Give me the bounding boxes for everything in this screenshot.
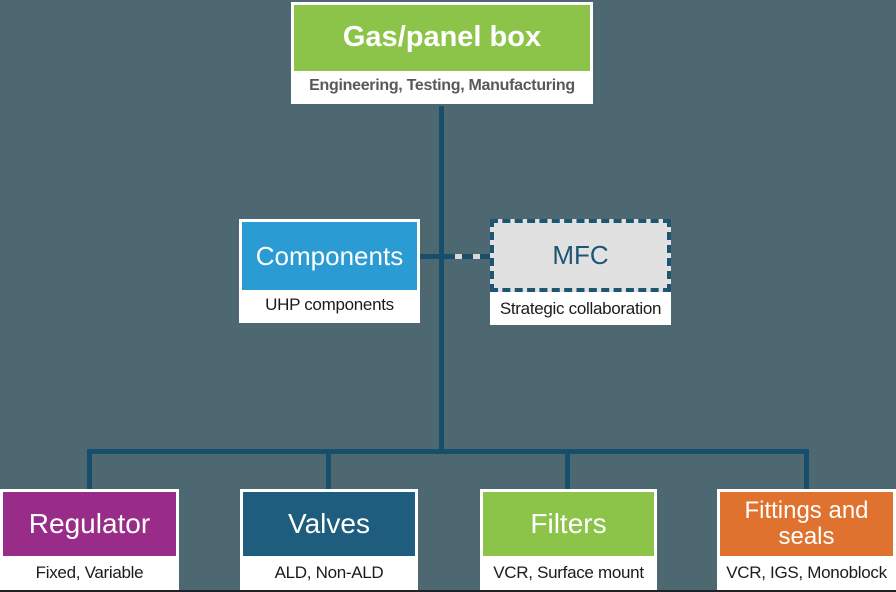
connector-root-vertical	[439, 106, 444, 454]
node-mfc-title: MFC	[490, 219, 671, 292]
connector-mfc-dashed	[444, 254, 490, 259]
connector-drop-valves	[326, 452, 331, 490]
node-regulator-title: Regulator	[3, 492, 176, 556]
node-gas-panel-box-title: Gas/panel box	[294, 5, 590, 71]
node-fittings: Fittings and seals VCR, IGS, Monoblock	[717, 489, 896, 592]
connector-drop-regulator	[87, 452, 92, 490]
node-gas-panel-box-subtitle: Engineering, Testing, Manufacturing	[294, 71, 590, 101]
node-mfc-subtitle: Strategic collaboration	[490, 292, 671, 325]
node-mfc: MFC Strategic collaboration	[490, 219, 671, 325]
node-gas-panel-box: Gas/panel box Engineering, Testing, Manu…	[291, 2, 593, 104]
node-valves-title: Valves	[243, 492, 415, 556]
node-components: Components UHP components	[239, 219, 420, 323]
node-components-subtitle: UHP components	[242, 290, 417, 320]
node-components-title: Components	[242, 222, 417, 290]
node-filters: Filters VCR, Surface mount	[480, 489, 657, 592]
connector-drop-fittings	[804, 452, 809, 490]
node-filters-subtitle: VCR, Surface mount	[483, 556, 654, 589]
connector-horizontal-span	[87, 449, 809, 454]
connector-components-solid	[417, 254, 444, 259]
node-valves: Valves ALD, Non-ALD	[240, 489, 418, 592]
node-fittings-title: Fittings and seals	[720, 492, 893, 556]
connector-drop-filters	[565, 452, 570, 490]
node-fittings-subtitle: VCR, IGS, Monoblock	[720, 556, 893, 589]
node-valves-subtitle: ALD, Non-ALD	[243, 556, 415, 589]
node-filters-title: Filters	[483, 492, 654, 556]
node-regulator-subtitle: Fixed, Variable	[3, 556, 176, 589]
slide-bottom-edge	[0, 590, 896, 592]
node-regulator: Regulator Fixed, Variable	[0, 489, 179, 592]
